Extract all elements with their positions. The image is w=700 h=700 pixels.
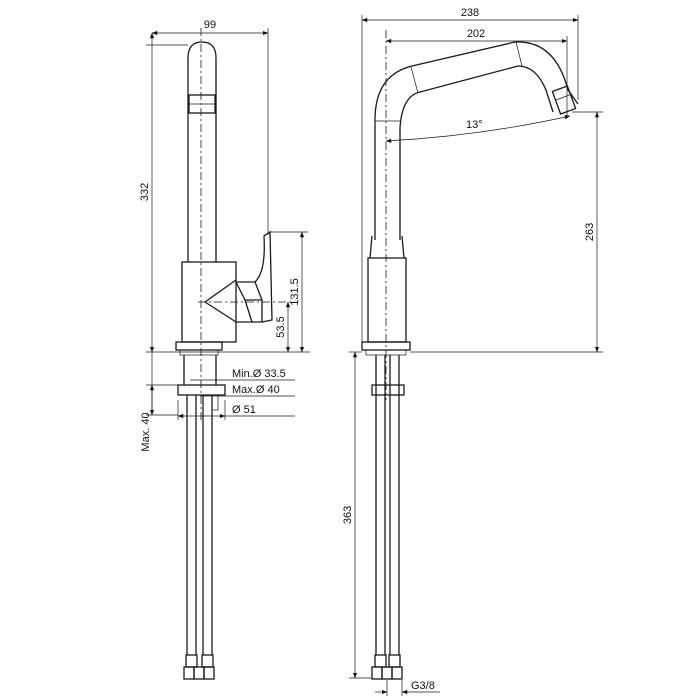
dim-connection: G3/8 <box>411 680 435 692</box>
dim-hole-min: Min.Ø 33.5 <box>232 368 286 380</box>
dim-deck-thickness: Max. 40 <box>140 412 152 451</box>
dim-height: 332 <box>139 183 151 201</box>
dim-spout-angle: 13° <box>466 119 483 131</box>
dim-hose-length: 363 <box>342 506 354 524</box>
supply-hoses <box>183 395 215 680</box>
front-view: 238 202 13° 263 363 G3/8 <box>342 7 603 696</box>
dim-handle-axis: 53.5 <box>275 316 287 337</box>
side-view: 99 332 131.5 53.5 Max. 40 Min.Ø 33.5 Max… <box>139 19 310 680</box>
supply-hoses <box>371 355 405 680</box>
dim-hole-max: Max.Ø 40 <box>232 384 280 396</box>
spout-tube <box>187 41 217 262</box>
handle <box>203 279 263 323</box>
faucet-body <box>367 257 407 343</box>
aerator <box>551 85 577 115</box>
dim-handle-height: 131.5 <box>289 278 301 306</box>
dim-flange-diameter: Ø 51 <box>232 404 256 416</box>
mounting-nut <box>177 384 226 396</box>
spout <box>374 41 579 240</box>
base-flange <box>175 341 223 351</box>
handle-lever <box>254 230 273 323</box>
dim-width: 99 <box>204 19 216 31</box>
dim-spout-height: 263 <box>584 223 596 241</box>
dim-overall-reach: 238 <box>461 7 479 19</box>
dim-spout-reach: 202 <box>467 28 485 40</box>
